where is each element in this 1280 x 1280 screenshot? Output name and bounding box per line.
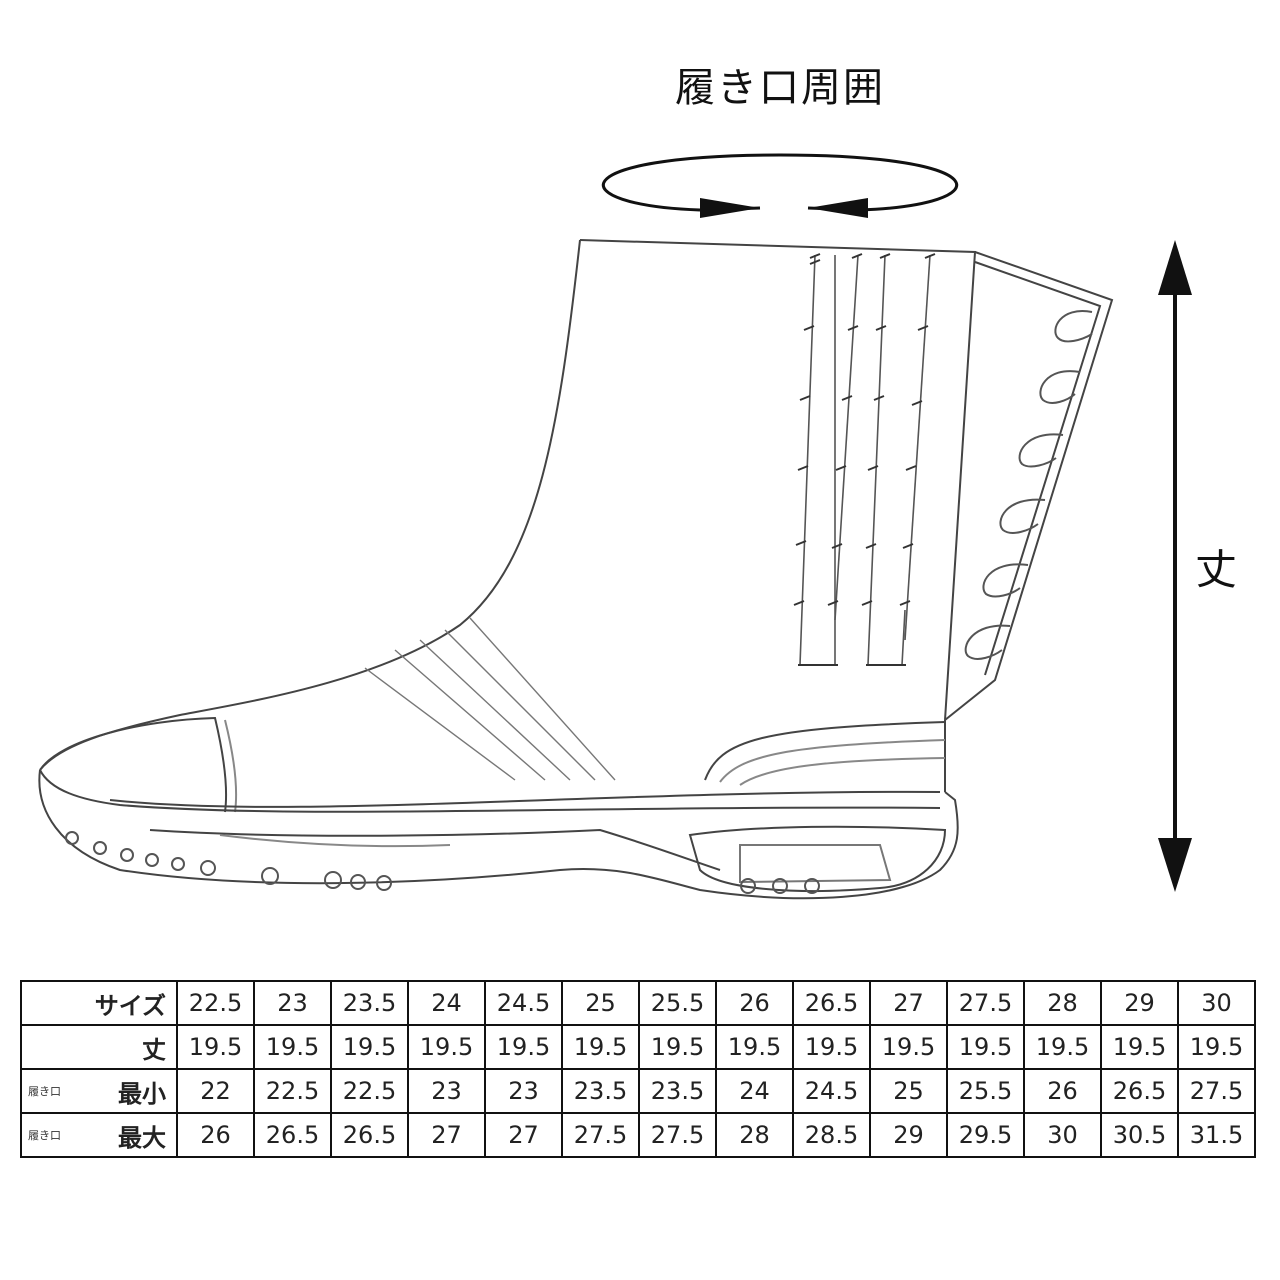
table-cell: 19.5 (330, 1024, 409, 1070)
table-cell: 26 (715, 980, 794, 1026)
table-cell: 23.5 (638, 1068, 717, 1114)
table-cell: 22 (176, 1068, 255, 1114)
row-prefix: 履き口 (28, 1129, 61, 1142)
table-cell: 30 (1023, 1112, 1102, 1158)
table-cell: 27.5 (1177, 1068, 1256, 1114)
row-header-label: 最大 (118, 1123, 166, 1152)
row-header: 丈 (20, 1024, 178, 1070)
table-cell: 19.5 (253, 1024, 332, 1070)
table-cell: 29 (869, 1112, 948, 1158)
boot-outline (38, 239, 1114, 900)
table-cell: 27.5 (561, 1112, 640, 1158)
table-cell: 25.5 (946, 1068, 1025, 1114)
height-arrow (1158, 240, 1192, 892)
table-cell: 25 (561, 980, 640, 1026)
table-cell: 19.5 (407, 1024, 486, 1070)
table-cell: 26.5 (253, 1112, 332, 1158)
row-header: サイズ (20, 980, 178, 1026)
table-cell: 27 (484, 1112, 563, 1158)
table-cell: 22.5 (176, 980, 255, 1026)
table-cell: 19.5 (715, 1024, 794, 1070)
table-cell: 19.5 (176, 1024, 255, 1070)
table-cell: 29 (1100, 980, 1179, 1026)
table-cell: 25 (869, 1068, 948, 1114)
table-cell: 24.5 (792, 1068, 871, 1114)
table-cell: 26.5 (1100, 1068, 1179, 1114)
table-cell: 19.5 (946, 1024, 1025, 1070)
table-cell: 26 (1023, 1068, 1102, 1114)
opening-circumference-arrow (601, 153, 959, 218)
row-prefix: 履き口 (28, 1085, 61, 1098)
table-cell: 24 (715, 1068, 794, 1114)
table-cell: 28 (1023, 980, 1102, 1026)
table-cell: 19.5 (484, 1024, 563, 1070)
table-cell: 23 (253, 980, 332, 1026)
row-header: 履き口 最大 (20, 1112, 178, 1158)
table-cell: 19.5 (1177, 1024, 1256, 1070)
table-cell: 19.5 (561, 1024, 640, 1070)
table-cell: 23 (407, 1068, 486, 1114)
table-cell: 27.5 (946, 980, 1025, 1026)
table-cell: 26.5 (792, 980, 871, 1026)
table-cell: 26 (176, 1112, 255, 1158)
table-cell: 24 (407, 980, 486, 1026)
table-cell: 23.5 (561, 1068, 640, 1114)
table-cell: 28.5 (792, 1112, 871, 1158)
table-cell: 19.5 (638, 1024, 717, 1070)
table-cell: 19.5 (1100, 1024, 1179, 1070)
table-cell: 22.5 (253, 1068, 332, 1114)
table-cell: 27.5 (638, 1112, 717, 1158)
row-header-label: 丈 (142, 1035, 166, 1064)
table-cell: 22.5 (330, 1068, 409, 1114)
table-cell: 24.5 (484, 980, 563, 1026)
table-cell: 31.5 (1177, 1112, 1256, 1158)
row-header: 履き口 最小 (20, 1068, 178, 1114)
table-cell: 19.5 (869, 1024, 948, 1070)
table-cell: 30.5 (1100, 1112, 1179, 1158)
table-cell: 27 (869, 980, 948, 1026)
opening-circumference-label: 履き口周囲 (675, 65, 885, 111)
row-header-label: サイズ (94, 991, 166, 1020)
table-cell: 23.5 (330, 980, 409, 1026)
table-cell: 27 (407, 1112, 486, 1158)
table-cell: 29.5 (946, 1112, 1025, 1158)
row-header-label: 最小 (118, 1079, 166, 1108)
table-cell: 23 (484, 1068, 563, 1114)
table-cell: 28 (715, 1112, 794, 1158)
table-cell: 26.5 (330, 1112, 409, 1158)
table-cell: 30 (1177, 980, 1256, 1026)
table-cell: 19.5 (792, 1024, 871, 1070)
table-cell: 19.5 (1023, 1024, 1102, 1070)
table-cell: 25.5 (638, 980, 717, 1026)
height-label: 丈 (1195, 545, 1238, 594)
